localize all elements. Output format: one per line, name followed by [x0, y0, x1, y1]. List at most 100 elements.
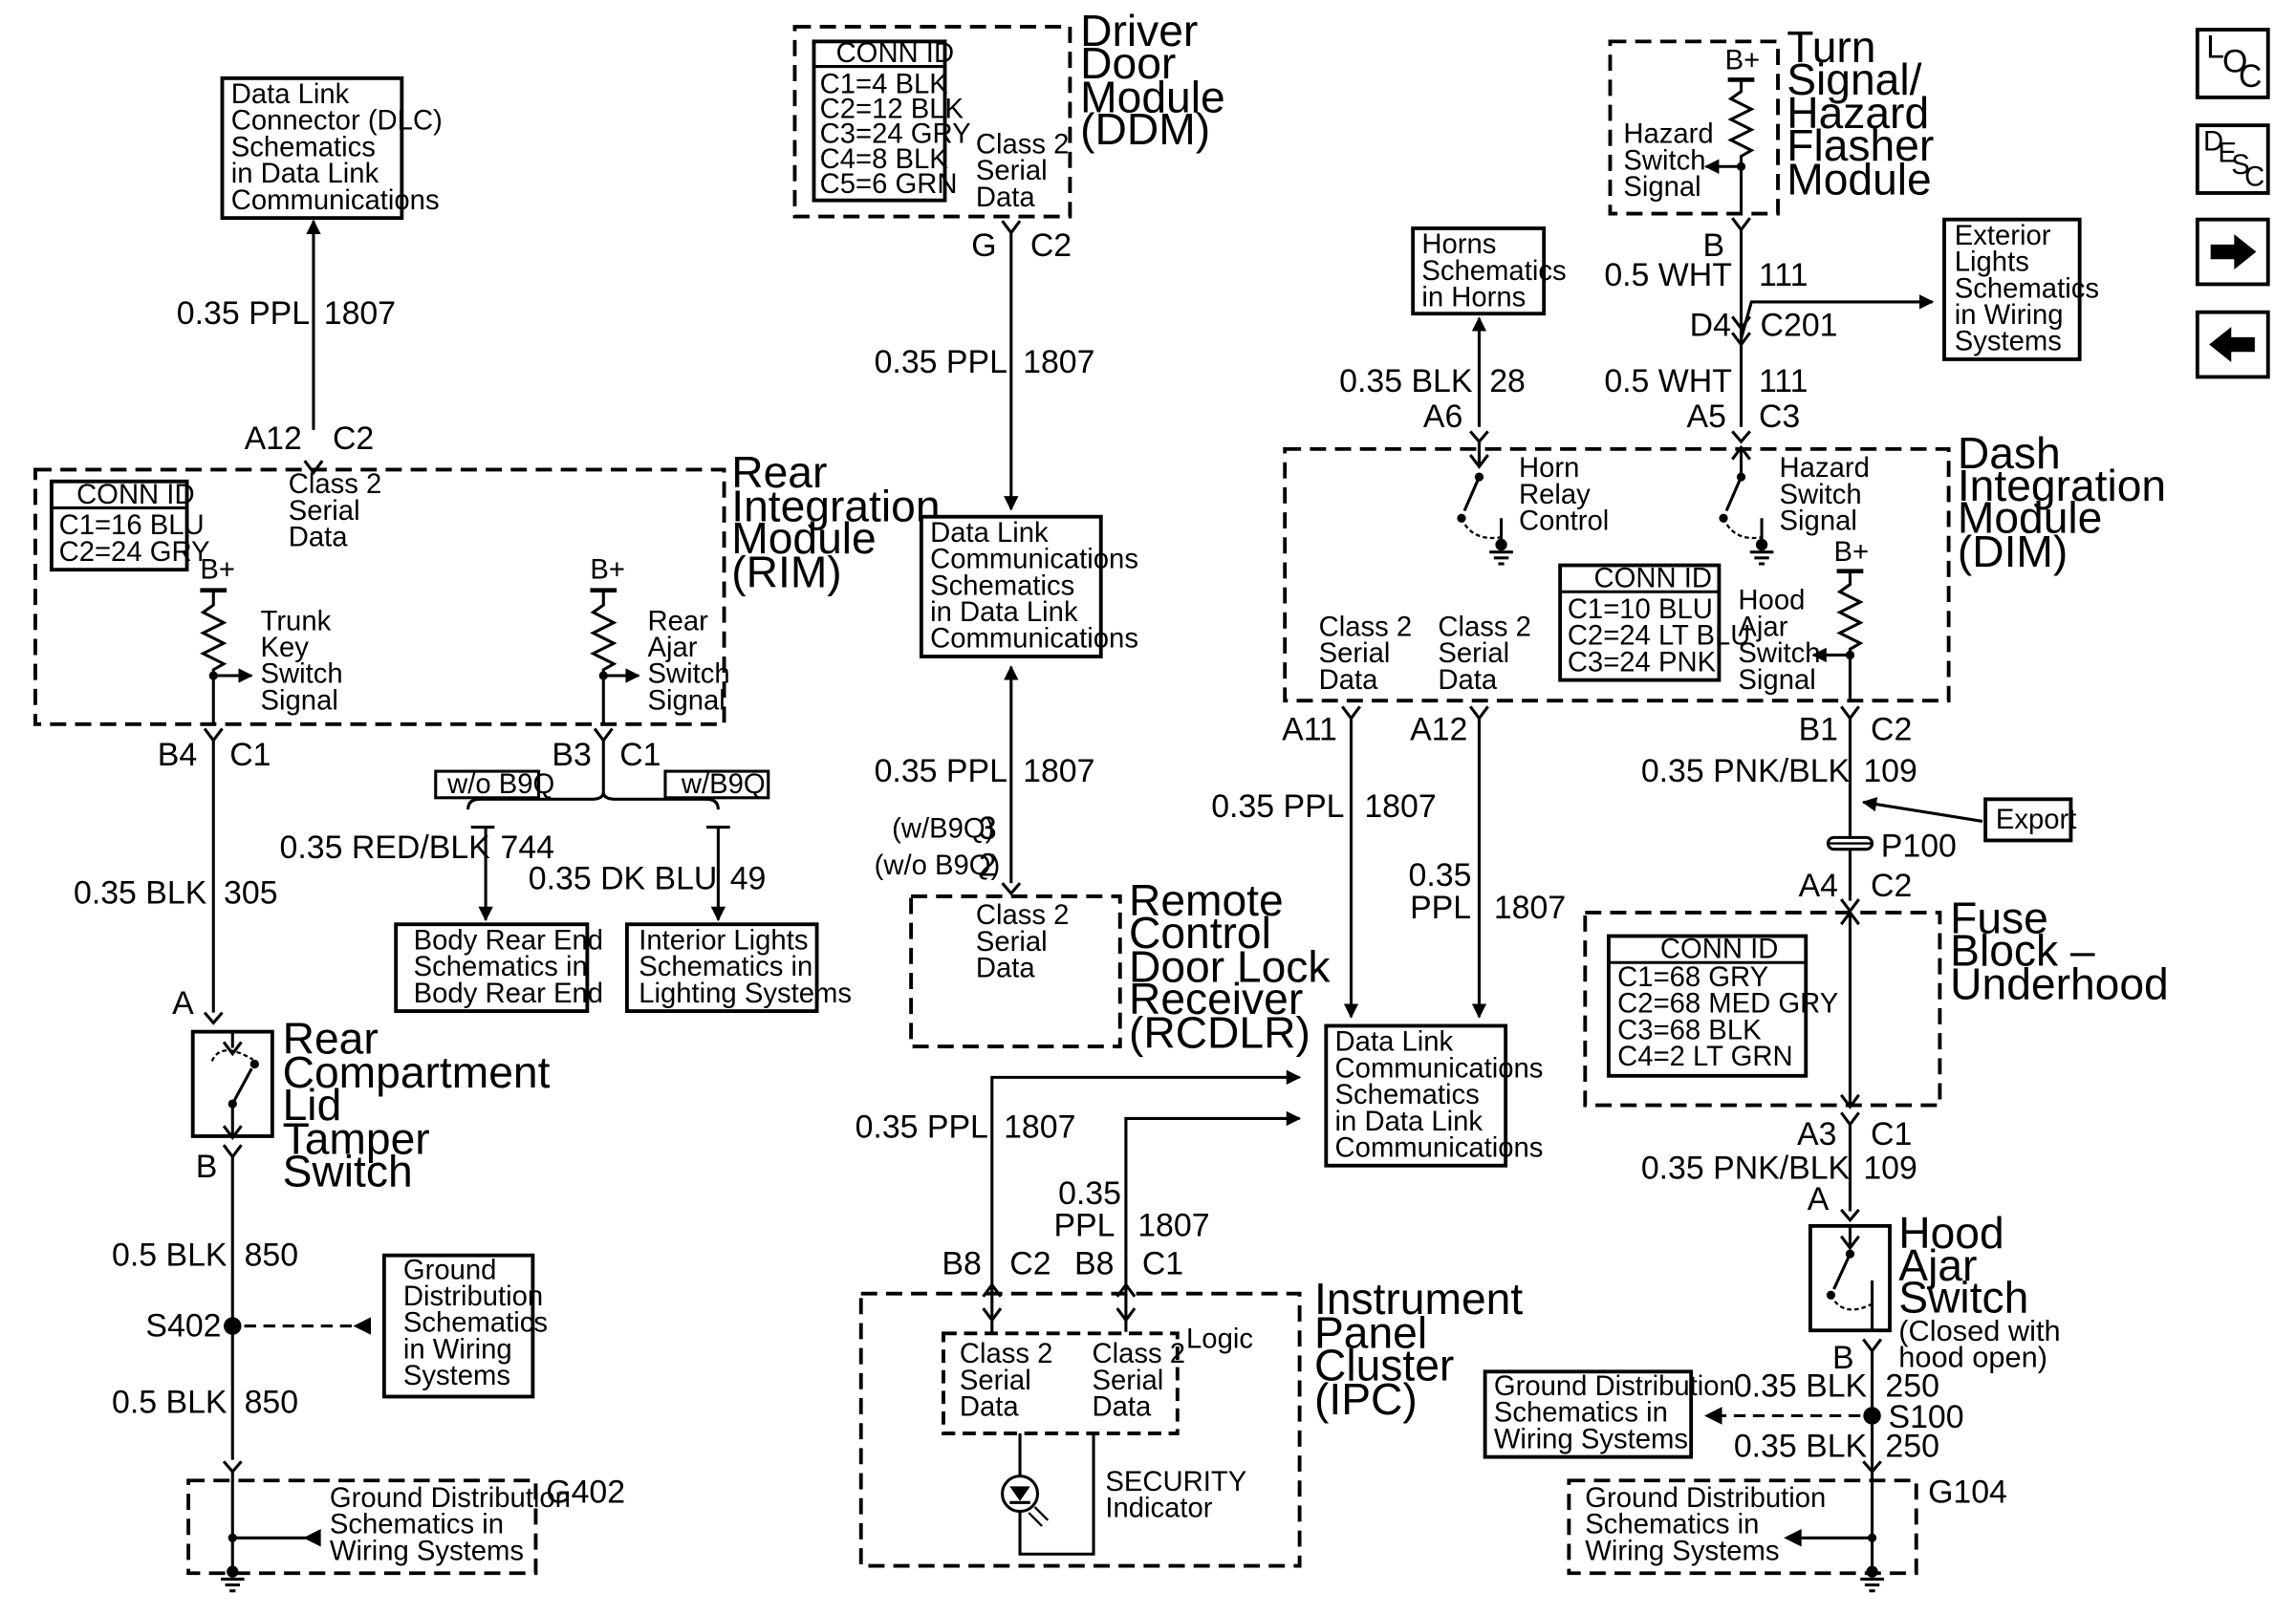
prev-button[interactable] [2195, 310, 2270, 379]
ref-text: Schematics [1955, 273, 2099, 304]
conn-id-title: CONN ID [1594, 564, 1712, 594]
wire-gauge-label: 0.35 [1058, 1175, 1121, 1212]
component-name: Tamper [283, 1113, 430, 1163]
pin-label: A12 [245, 420, 302, 457]
next-button[interactable] [2195, 217, 2270, 287]
dlc-comm-ref-box-right[interactable]: Data Link Communications Schematics in D… [1324, 1023, 1543, 1168]
wire-gauge-label: 0.35 BLK [1339, 363, 1473, 399]
wire-1807-ipc-c2 [990, 1069, 1302, 1255]
serial-data-label: Serial [960, 1366, 1031, 1396]
nav-loc-button[interactable]: L O C [2195, 28, 2270, 99]
option-brace [466, 791, 720, 810]
wire-gauge-label: 0.35 PPL [1211, 788, 1344, 825]
ref-text: Schematics [403, 1308, 548, 1339]
hazard-switch [1719, 444, 1764, 545]
g104-ground-box [1567, 1478, 1918, 1576]
tamper-switch [190, 1029, 274, 1141]
component-name: Lid [283, 1080, 342, 1130]
wire-gauge-label: PPL [1410, 890, 1471, 926]
wire-gauge-label: 0.35 BLK [1734, 1367, 1868, 1404]
ref-text: Lighting Systems [639, 979, 852, 1009]
ground-distribution-ref-box-right[interactable]: Ground Distribution Schematics in Wiring… [1483, 1369, 1735, 1459]
wire-circuit-label: 305 [224, 875, 278, 912]
module-name: Door [1080, 38, 1176, 88]
serial-data-label: Class 2 [1438, 612, 1531, 642]
signal-label: Rear [647, 606, 708, 636]
serial-data-label: Data [976, 183, 1036, 213]
wire-circuit-label: 111 [1759, 363, 1808, 399]
module-name: Cluster [1314, 1341, 1454, 1390]
rcdlr-module-box [909, 894, 1122, 1048]
nav-desc-letter: S [2231, 150, 2250, 181]
connector-symbol [1839, 1093, 1860, 1109]
signal-label: Switch [1623, 145, 1705, 176]
pin-label: 3 [979, 810, 997, 847]
wire-gauge-label: 0.5 WHT [1604, 363, 1732, 399]
horns-ref-box[interactable]: Horns Schematics in Horns [1411, 226, 1567, 316]
ground-distribution-ref-box[interactable]: Ground Distribution Schematics in Wiring… [381, 1253, 548, 1399]
module-name: Rear [731, 447, 827, 497]
pin-label: B8 [1074, 1246, 1114, 1282]
wire-gauge-label: 0.35 PNK/BLK [1641, 753, 1851, 789]
connector-label: C2 [1030, 227, 1072, 264]
nav-desc-button[interactable]: D E S C [2195, 123, 2270, 195]
ground-label: G402 [546, 1474, 625, 1510]
ground-label: G104 [1928, 1474, 2007, 1510]
ref-text: Horns [1421, 229, 1496, 260]
signal-label: Hood [1738, 586, 1805, 616]
wire-circuit-label: 850 [245, 1237, 298, 1273]
dlc-schematic-ref-box[interactable]: Data Link Connector (DLC) Schematics in … [220, 75, 443, 221]
wire-gauge-label: 0.35 BLK [74, 875, 207, 912]
interior-lights-ref-box[interactable]: Interior Lights Schematics in Lighting S… [625, 922, 852, 1013]
module-name: Instrument [1314, 1274, 1523, 1324]
nav-desc-letter: E [2218, 139, 2237, 169]
serial-data-label: Class 2 [976, 129, 1070, 160]
dim-conn-id-table: CONN ID C1=10 BLU C2=24 LT BLU C3=24 PNK [1558, 563, 1750, 682]
export-ref-box[interactable]: Export [1983, 797, 2076, 843]
wire-circuit-label: 28 [1489, 363, 1526, 399]
ref-text: Data Link [930, 518, 1049, 549]
signal-label: Switch [647, 659, 729, 690]
pullup-resistor [200, 590, 227, 723]
exterior-lights-ref-box[interactable]: Exterior Lights Schematics in Wiring Sys… [1942, 217, 2099, 361]
serial-data-label: Class 2 [289, 469, 382, 500]
conn-id-row: C4=2 LT GRN [1617, 1042, 1792, 1072]
bplus-label: B+ [200, 554, 235, 585]
connector-symbol [1001, 220, 1022, 236]
ipc-module-box [858, 1291, 1302, 1568]
conn-id-row: C3=68 BLK [1617, 1015, 1762, 1045]
connector-label: C1 [619, 737, 661, 773]
wire-circuit-label: 1807 [324, 295, 396, 332]
security-led-icon [1001, 1475, 1050, 1527]
module-name: Underhood [1950, 959, 2169, 1009]
connector-label: C2 [1009, 1246, 1051, 1282]
pullup-resistor [1836, 571, 1864, 701]
serial-data-label: Serial [289, 496, 360, 527]
component-name: Ajar [1898, 1240, 1977, 1290]
dlc-comm-ref-box-mid[interactable]: Data Link Communications Schematics in D… [919, 514, 1138, 658]
wire-gauge-label: 0.5 WHT [1604, 257, 1732, 293]
component-name: Switch [283, 1146, 413, 1195]
splice-label: S100 [1888, 1399, 1963, 1435]
fuse-conn-id-table: CONN ID C1=68 GRY C2=68 MED GRY C3=68 BL… [1607, 934, 1838, 1078]
body-rear-end-ref-box[interactable]: Body Rear End Schematics in Body Rear En… [394, 922, 603, 1013]
ref-text: Schematics [1335, 1080, 1480, 1110]
ref-text: in Data Link [1335, 1107, 1484, 1137]
ref-text: Exterior [1955, 221, 2051, 251]
wire-circuit-label: 250 [1885, 1367, 1939, 1404]
wire-circuit-label: 109 [1863, 1151, 1917, 1187]
ref-text: Schematics [930, 571, 1074, 601]
serial-data-label: Data [1319, 665, 1379, 696]
ref-text: Interior Lights [639, 925, 808, 956]
ref-text: Schematics in [639, 952, 812, 982]
connector-symbol [1001, 882, 1022, 896]
conn-id-row: C2=24 GRY [59, 537, 210, 568]
signal-label: Signal [647, 685, 725, 716]
module-name: Integration [731, 481, 940, 530]
wire-gauge-label: 0.35 PNK/BLK [1641, 1151, 1851, 1187]
ref-text: in Wiring [403, 1334, 512, 1365]
ref-text: Schematics [1421, 256, 1566, 287]
connector-symbol [1341, 705, 1361, 721]
ref-text: Schematics [231, 132, 376, 162]
